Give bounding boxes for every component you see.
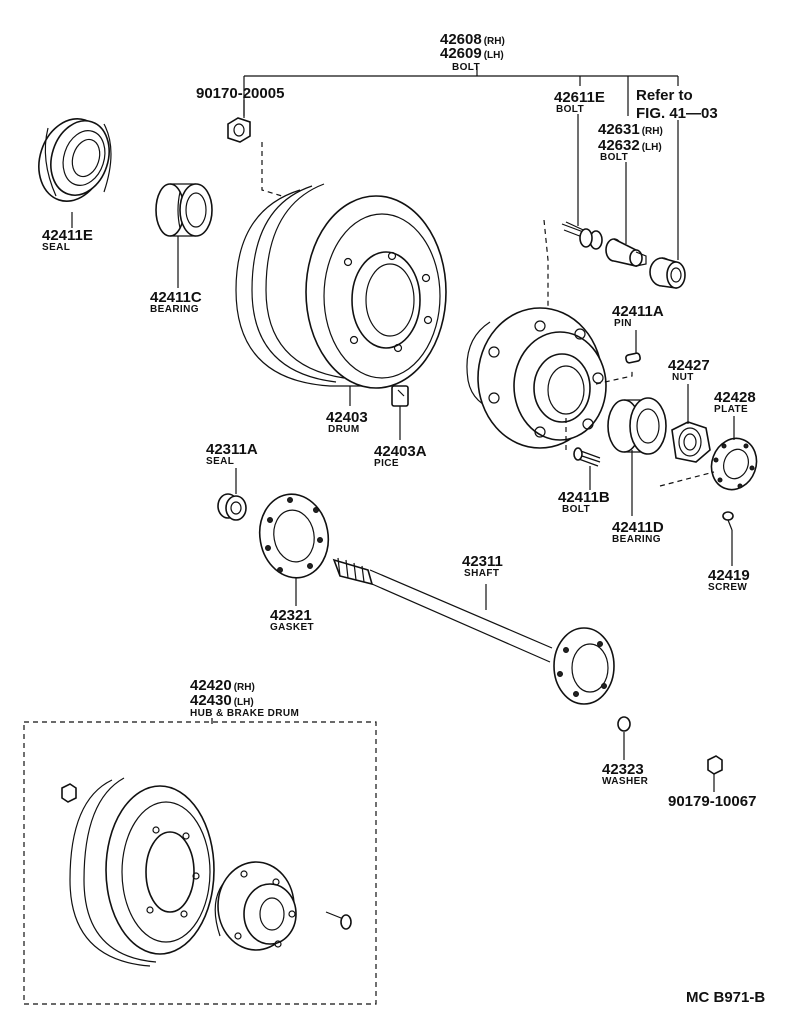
name-washer: WASHER xyxy=(602,776,649,787)
name-bolt-42631: BOLT xyxy=(600,152,628,163)
name-nut-42427: NUT xyxy=(672,372,694,383)
label-42411c: 42411C xyxy=(150,289,202,306)
figure-code: MC B971-B xyxy=(686,989,765,1006)
nut-90170-drawing xyxy=(227,117,283,197)
label-42430: 42430(LH) xyxy=(190,692,254,709)
bolt-42411b-drawing xyxy=(573,447,601,467)
label-42403a: 42403A xyxy=(374,443,427,460)
name-plate: PLATE xyxy=(714,404,748,415)
label-42631: 42631(RH) xyxy=(598,121,663,138)
label-42321: 42321 xyxy=(270,607,312,624)
name-bolt-42411b: BOLT xyxy=(562,504,590,515)
nut-42427-drawing xyxy=(671,421,711,463)
gasket-42321-drawing xyxy=(258,493,330,579)
label-42419: 42419 xyxy=(708,567,750,584)
label-42608: 42608(RH) xyxy=(440,31,505,48)
label-42403: 42403 xyxy=(326,409,368,426)
drum-42403-drawing xyxy=(235,183,447,389)
name-piece: PICE xyxy=(374,458,399,469)
leader-lines xyxy=(71,66,735,792)
label-42428: 42428 xyxy=(714,389,756,406)
name-shaft: SHAFT xyxy=(464,568,499,579)
name-hub-brake-drum: HUB & BRAKE DRUM xyxy=(190,708,299,719)
label-42411d: 42411D xyxy=(612,519,664,536)
label-90179-10067: 90179-10067 xyxy=(668,793,756,810)
hub-brake-drum-assembly-box xyxy=(23,721,377,1005)
washer-42323-drawing xyxy=(617,716,631,732)
nut-90179-drawing xyxy=(707,755,723,775)
shaft-42311-drawing xyxy=(332,557,615,705)
bolt-42611e-drawing xyxy=(561,221,603,250)
pin-42411a-drawing xyxy=(625,352,641,364)
seal-42411e-drawing xyxy=(38,118,112,202)
name-bearing-42411c: BEARING xyxy=(150,304,199,315)
name-gasket: GASKET xyxy=(270,622,314,633)
label-42323: 42323 xyxy=(602,761,644,778)
bearing-42411c-drawing xyxy=(155,183,213,237)
name-seal-42311a: SEAL xyxy=(206,456,234,467)
nut-refer-drawing xyxy=(649,257,686,289)
seal-42311a-drawing xyxy=(217,493,247,521)
label-42609: 42609(LH) xyxy=(440,45,504,62)
label-42311a: 42311A xyxy=(206,441,258,458)
hub-drawing xyxy=(466,307,633,450)
refer-line-1: Refer to xyxy=(636,87,693,104)
label-42411a: 42411A xyxy=(612,303,664,320)
piece-42403a-drawing xyxy=(391,385,409,407)
name-seal-42411e: SEAL xyxy=(42,242,70,253)
name-screw: SCREW xyxy=(708,582,747,593)
label-42427: 42427 xyxy=(668,357,710,374)
name-drum: DRUM xyxy=(328,424,360,435)
label-42611e: 42611E xyxy=(554,89,605,106)
name-pin: PIN xyxy=(614,318,632,329)
bolt-42631-drawing xyxy=(605,238,647,268)
bearing-42411d-drawing xyxy=(607,397,667,455)
label-90170-20005: 90170-20005 xyxy=(196,85,284,102)
plate-42428-drawing xyxy=(659,437,758,491)
name-bolt-top: BOLT xyxy=(452,62,480,73)
refer-line-2: FIG. 41—03 xyxy=(636,105,718,122)
label-42411e: 42411E xyxy=(42,227,93,244)
name-bolt-42611e: BOLT xyxy=(556,104,584,115)
label-42311: 42311 xyxy=(462,553,503,570)
label-42632: 42632(LH) xyxy=(598,137,662,154)
label-42420: 42420(RH) xyxy=(190,677,255,694)
label-42411b: 42411B xyxy=(558,489,610,506)
name-bearing-42411d: BEARING xyxy=(612,534,661,545)
screw-42419-drawing xyxy=(722,511,734,531)
